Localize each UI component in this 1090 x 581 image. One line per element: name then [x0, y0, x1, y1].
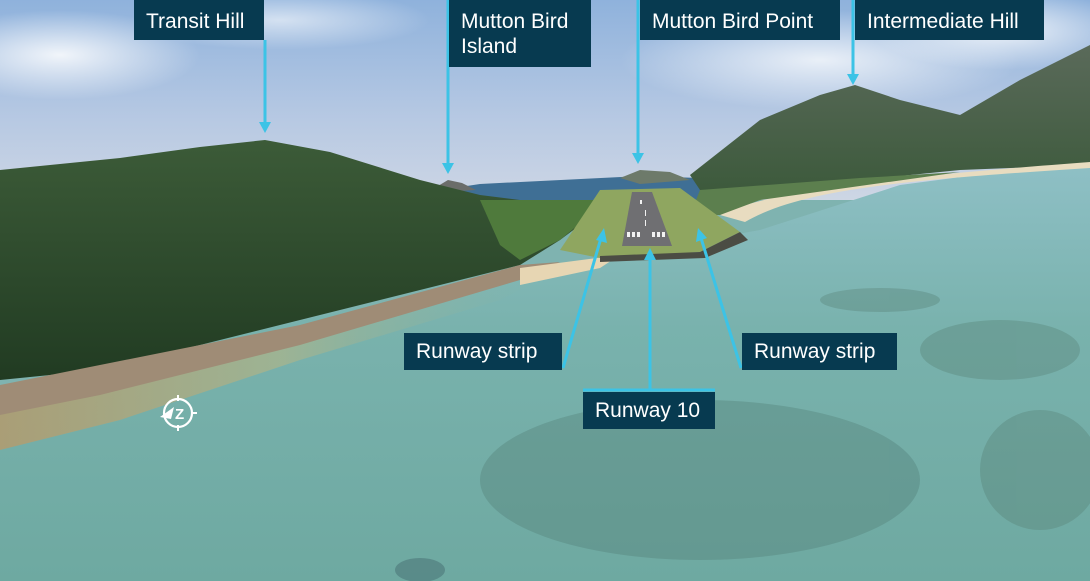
- compass-logo-icon: Z: [160, 395, 197, 431]
- label-text: Intermediate Hill: [867, 10, 1019, 33]
- label-text: Runway strip: [754, 340, 876, 363]
- label-text: Runway strip: [416, 340, 538, 363]
- label-text: Runway 10: [595, 399, 701, 422]
- label-text: Mutton Bird Island: [461, 10, 569, 58]
- label-text: Transit Hill: [146, 10, 245, 33]
- label-text: Mutton Bird Point: [652, 10, 814, 33]
- svg-text:Z: Z: [175, 406, 184, 423]
- label-runway-strip-left: Runway strip: [404, 333, 562, 370]
- label-runway-strip-right: Runway strip: [742, 333, 897, 370]
- label-transit-hill: Transit Hill: [134, 0, 264, 40]
- label-runway-10: Runway 10: [583, 392, 715, 429]
- label-mutton-bird-point: Mutton Bird Point: [640, 0, 840, 40]
- label-mutton-bird-island: Mutton Bird Island: [449, 0, 591, 67]
- label-intermediate-hill: Intermediate Hill: [855, 0, 1044, 40]
